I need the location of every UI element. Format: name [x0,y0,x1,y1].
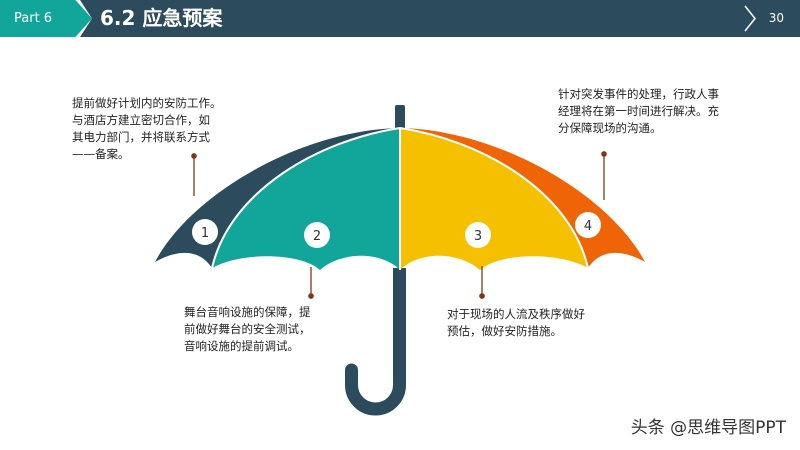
watermark: 头条 @思维导图PPT [630,418,786,438]
segment-number-4: 4 [584,219,592,234]
title-bar [80,0,800,37]
segment-marker-4: 4 [575,212,601,238]
umbrella-handle [345,363,406,416]
note-1: 提前做好计划内的安防工作。 与酒店方建立密切合作，如 其电力部门，并将联系方式 … [72,96,222,161]
umbrella-pole [393,268,406,373]
note-3: 对于现场的人流及秩序做好 预估，做好安防措施。 [447,307,585,338]
segment-number-3: 3 [474,229,482,244]
segment-marker-2: 2 [304,222,330,248]
connector-4 [601,151,607,200]
chevron-right-icon [744,5,756,32]
segment-marker-1: 1 [192,219,218,245]
connector-2 [308,267,314,299]
segment-number-2: 2 [313,229,321,244]
connector-1 [191,153,197,196]
part-badge [0,0,92,37]
umbrella-rib-right [399,127,589,269]
segment-marker-3: 3 [465,222,491,248]
page-number: 30 [768,11,784,25]
note-2: 舞台音响设施的保障，提 前做好舞台的安全测试， 音响设施的提前调试。 [184,305,311,353]
note-4: 针对突发事件的处理，行政人事 经理将在第一时间进行解决。充 分保障现场的沟通。 [558,87,719,135]
umbrella-tip [395,105,405,130]
connector-3 [479,266,485,299]
segment-number-1: 1 [201,226,209,241]
header-bar: Part 6 6.2 应急预案 30 [0,0,800,37]
umbrella-segment-3 [400,128,588,270]
part-label: Part 6 [14,11,53,26]
umbrella-segment-2 [212,128,400,270]
page-title: 6.2 应急预案 [100,6,223,30]
umbrella-rib-left [211,127,401,269]
